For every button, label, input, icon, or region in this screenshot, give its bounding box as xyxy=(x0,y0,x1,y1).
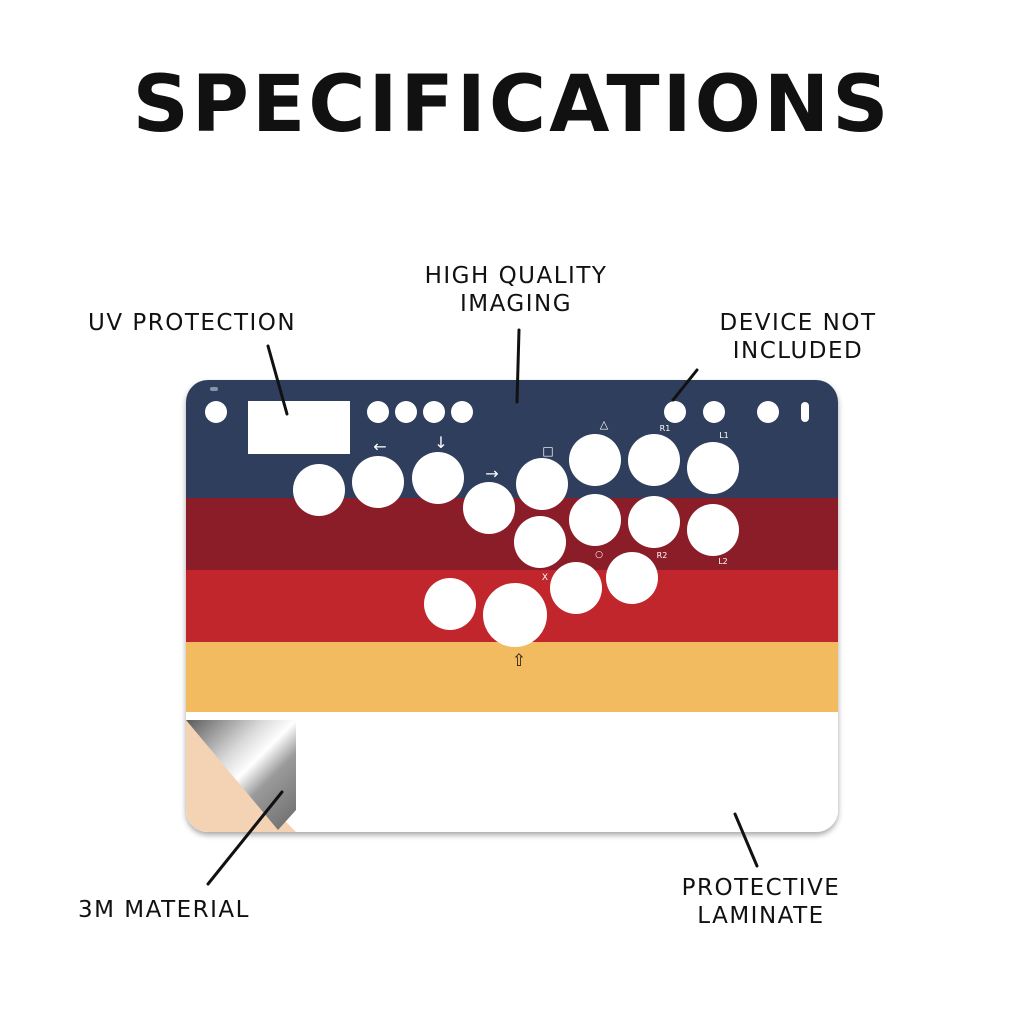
glyph-cross: X xyxy=(542,573,548,583)
callout-line-laminate xyxy=(733,812,759,868)
hole-small-7 xyxy=(757,401,779,423)
button-hole-square xyxy=(516,458,568,510)
glyph-square: □ xyxy=(542,444,553,458)
callout-high-quality-imaging: HIGH QUALITY IMAGING xyxy=(424,263,608,317)
hole-small-5 xyxy=(664,401,686,423)
glyph-down: ↓ xyxy=(434,433,447,452)
hole-small-6 xyxy=(703,401,725,423)
glyph-left: ← xyxy=(373,437,386,456)
hole-top-led xyxy=(210,387,218,391)
hole-small-2 xyxy=(395,401,417,423)
glyph-l1: L1 xyxy=(719,431,729,440)
button-hole-left xyxy=(352,456,404,508)
hole-top-left xyxy=(205,401,227,423)
glyph-triangle: △ xyxy=(600,418,609,431)
button-hole-right xyxy=(463,482,515,534)
hole-small-4 xyxy=(451,401,473,423)
button-hole-triangle xyxy=(569,434,621,486)
hole-small-1 xyxy=(367,401,389,423)
callout-3m-material: 3M MATERIAL xyxy=(78,897,250,923)
button-hole-circle xyxy=(569,494,621,546)
button-hole-r2 xyxy=(628,496,680,548)
glyph-circle: ○ xyxy=(595,550,603,560)
callout-device-not-included: DEVICE NOT INCLUDED xyxy=(719,310,877,364)
callout-line-device xyxy=(671,368,699,402)
callout-protective-laminate: PROTECTIVE LAMINATE xyxy=(681,875,841,929)
button-hole-r3 xyxy=(606,552,658,604)
glyph-l2: L2 xyxy=(718,557,728,566)
page-title: SPECIFICATIONS xyxy=(132,60,892,150)
peel-curl-icon xyxy=(186,720,296,830)
callout-uv-protection: UV PROTECTION xyxy=(88,310,297,336)
button-hole-cross-upper xyxy=(514,516,566,568)
screen-cutout xyxy=(248,401,350,454)
callout-line-material xyxy=(206,790,284,886)
button-hole-l1 xyxy=(687,442,739,494)
glyph-right: → xyxy=(485,464,498,483)
button-hole-cross xyxy=(550,562,602,614)
button-hole-up xyxy=(483,583,547,647)
glyph-r1: R1 xyxy=(660,424,671,433)
button-hole-r1 xyxy=(628,434,680,486)
button-hole-far-left xyxy=(293,464,345,516)
button-hole-l2 xyxy=(687,504,739,556)
glyph-up: ⇧ xyxy=(512,651,526,671)
glyph-r2: R2 xyxy=(657,551,668,560)
callout-line-imaging xyxy=(515,328,521,404)
hole-slot xyxy=(801,402,809,422)
callout-line-uv xyxy=(266,344,289,416)
stripe-yellow xyxy=(186,642,838,712)
button-hole-aux-left xyxy=(424,578,476,630)
button-hole-down xyxy=(412,452,464,504)
hole-small-3 xyxy=(423,401,445,423)
